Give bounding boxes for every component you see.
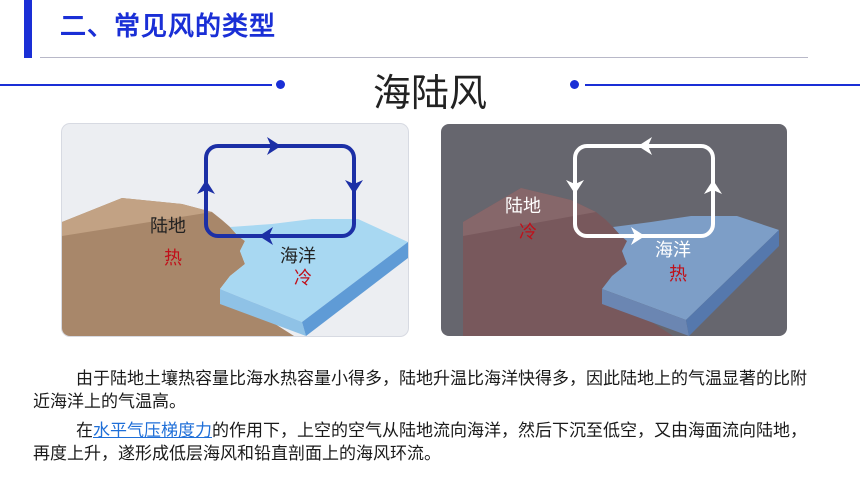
heading-dot-left <box>276 80 285 89</box>
land-breeze-diagram: 陆地 冷 海洋 热 <box>441 124 787 336</box>
arrow-right-down <box>345 180 363 194</box>
sea-label: 海洋 <box>280 246 316 267</box>
header-divider <box>40 57 808 58</box>
arrow-bottom-left <box>259 227 273 245</box>
sea-surface <box>220 219 408 322</box>
main-heading: 海陆风 <box>372 71 487 115</box>
sea-label: 海洋 <box>655 240 691 261</box>
paragraph-1: 由于陆地土壤热容量比海水热容量小得多，陆地升温比海洋快得多，因此陆地上的气温显著… <box>33 368 823 414</box>
paragraph-2-prefix: 在 <box>76 421 93 441</box>
sea-surface <box>602 216 779 320</box>
arrow-right-up <box>704 180 722 194</box>
land-state: 冷 <box>519 222 537 243</box>
arrow-top-left <box>638 137 652 155</box>
sea-breeze-illustration <box>62 137 408 336</box>
arrow-top-right <box>267 137 281 155</box>
heading-line-right <box>585 84 860 86</box>
sea-state: 热 <box>669 264 687 285</box>
header-accent-bar <box>24 0 32 58</box>
land-state: 热 <box>164 248 182 269</box>
arrow-left-up <box>197 180 215 194</box>
pressure-gradient-link[interactable]: 水平气压梯度力 <box>93 421 212 441</box>
land-label: 陆地 <box>505 196 541 217</box>
section-title: 二、常见风的类型 <box>60 12 277 42</box>
sea-breeze-diagram: 陆地 热 海洋 冷 <box>62 124 408 336</box>
arrow-left-down <box>566 180 584 194</box>
land-breeze-illustration <box>463 137 779 336</box>
sea-state: 冷 <box>294 268 312 289</box>
arrow-bottom-right <box>631 227 645 245</box>
heading-line-left <box>0 84 272 86</box>
paragraph-2-suffix: 的作用下，上空的空气从陆地流向海洋，然后下沉至低空，又由海面流向陆地，再度上升，… <box>33 421 807 464</box>
paragraph-1-text: 由于陆地土壤热容量比海水热容量小得多，陆地升温比海洋快得多，因此陆地上的气温显著… <box>33 369 807 412</box>
heading-dot-right <box>570 80 579 89</box>
land-label: 陆地 <box>150 216 186 237</box>
paragraph-2: 在水平气压梯度力的作用下，上空的空气从陆地流向海洋，然后下沉至低空，又由海面流向… <box>33 420 823 466</box>
